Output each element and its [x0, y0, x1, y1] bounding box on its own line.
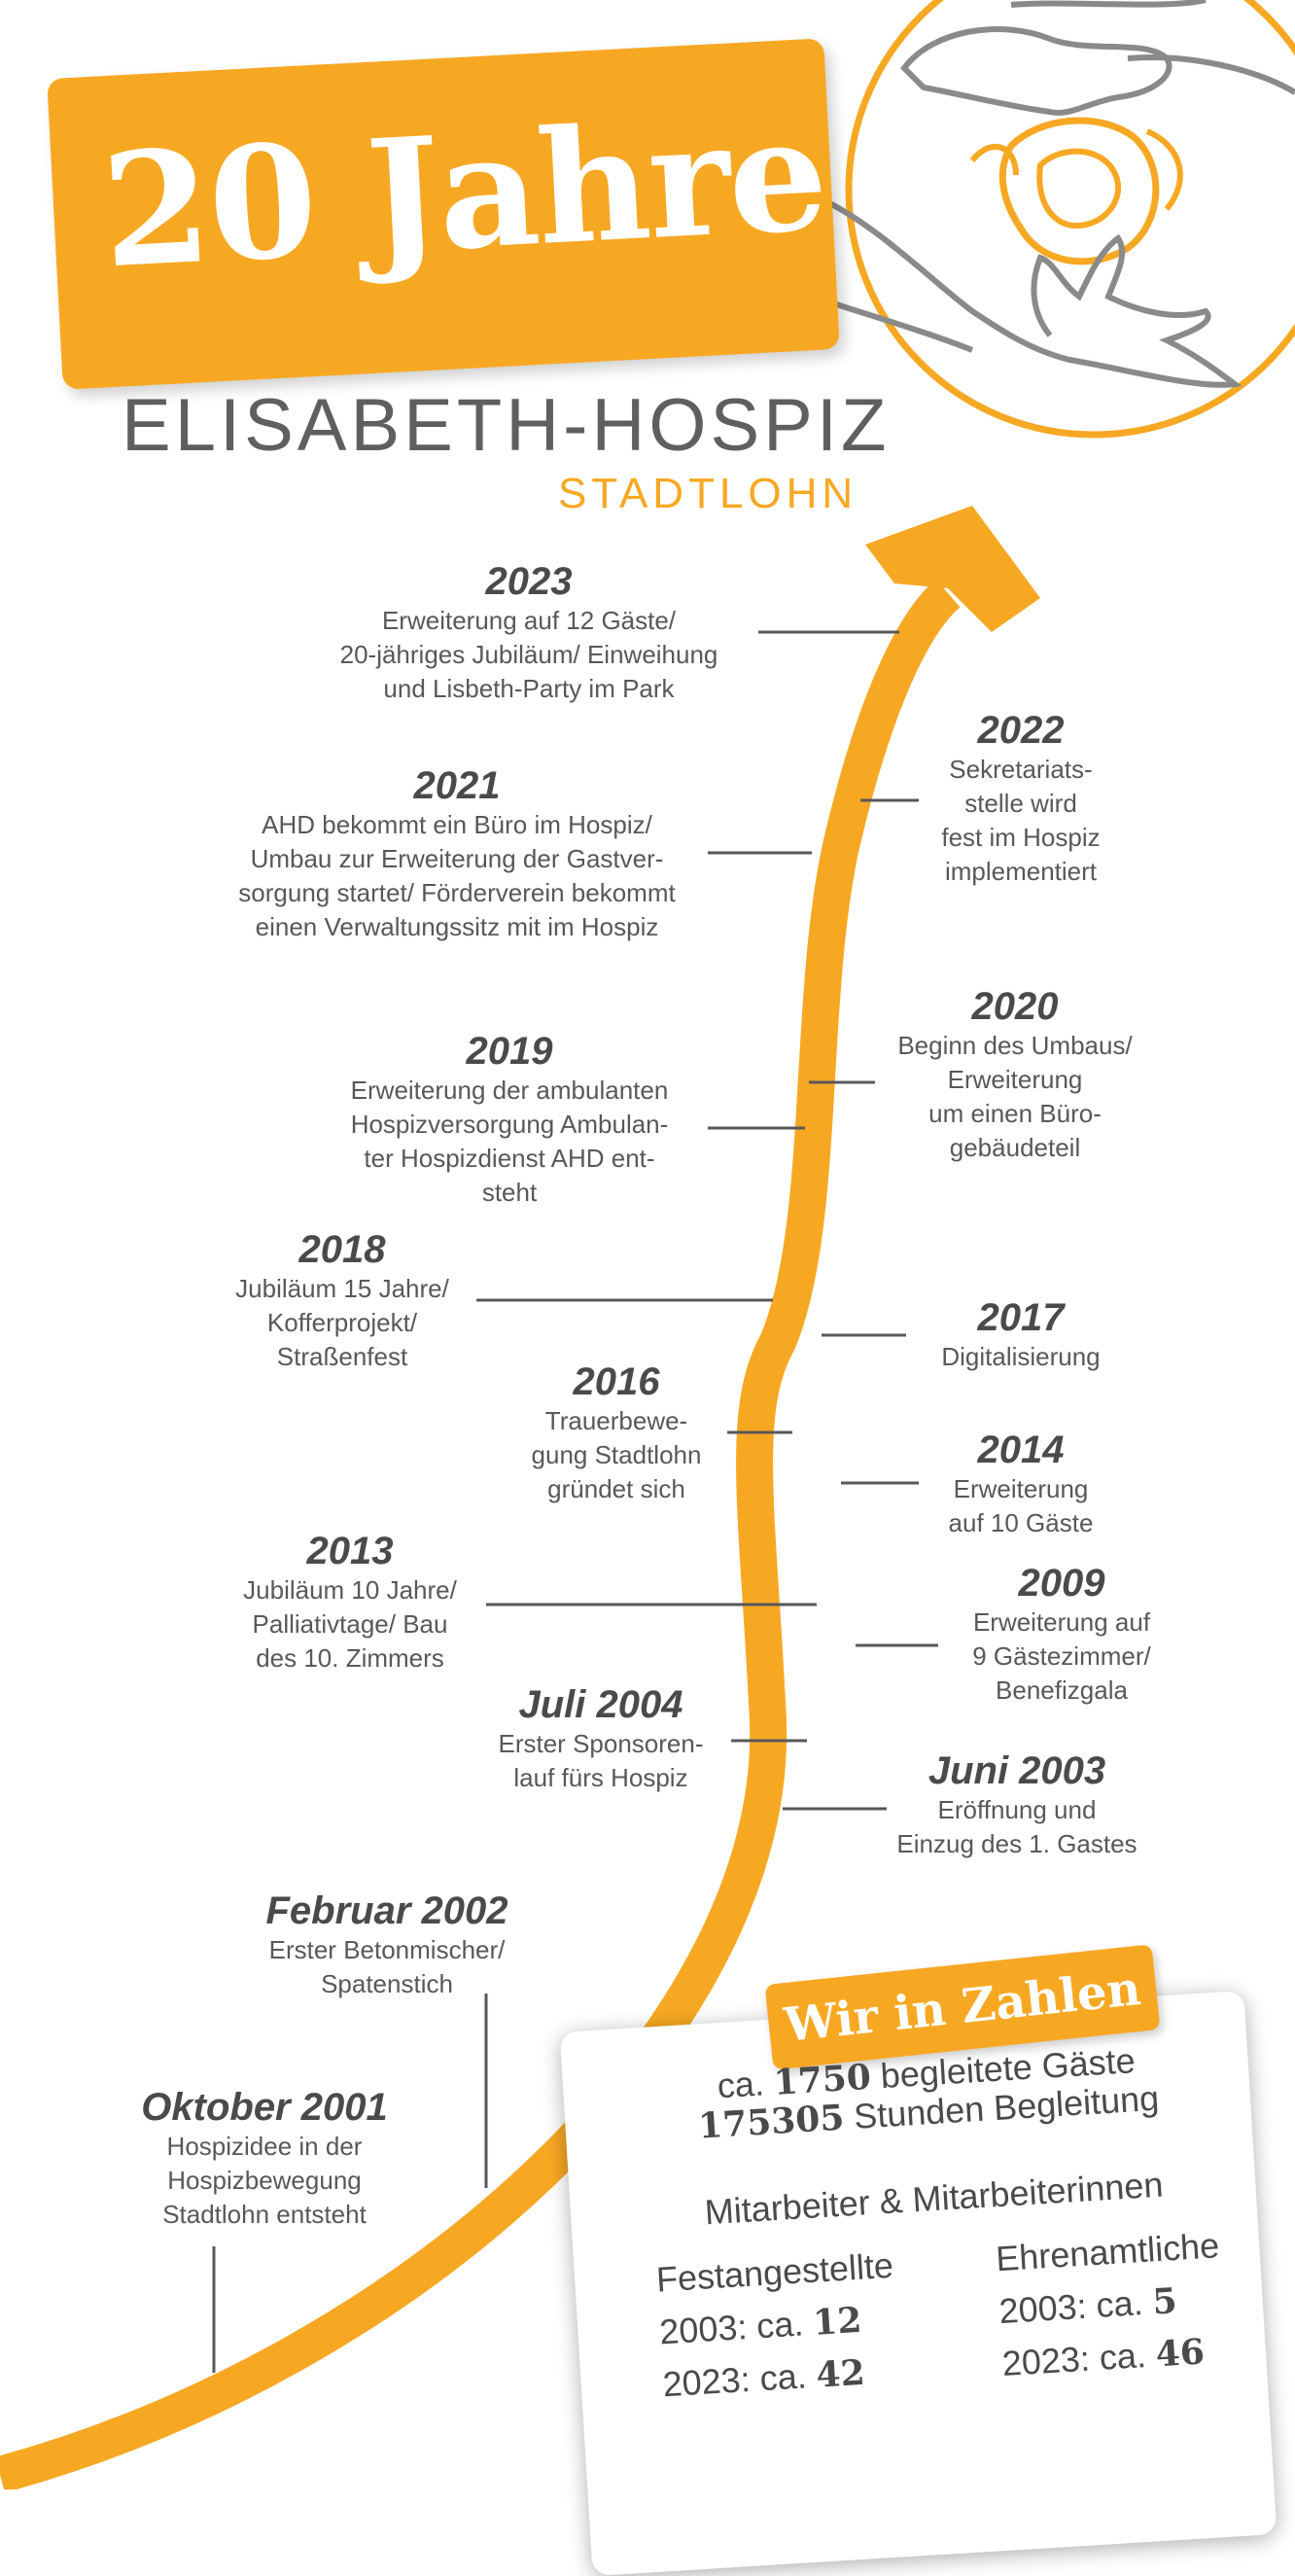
entry-year: 2016	[573, 1360, 660, 1403]
entry-desc: Hospizidee in der Hospizbewegung Stadtlo…	[162, 2132, 367, 2229]
entry-desc: Jubiläum 10 Jahre/ Palliativtage/ Bau de…	[243, 1575, 457, 1673]
entry-year: 2018	[298, 1228, 386, 1271]
entry-desc: Erweiterung der ambulanten Hospizversorg…	[350, 1076, 669, 1207]
timeline-arrow-head	[865, 506, 1040, 632]
entry-year: 2021	[413, 764, 501, 807]
entry-year: Juni 2003	[928, 1749, 1106, 1792]
entry-desc: Jubiläum 15 Jahre/ Kofferprojekt/ Straße…	[235, 1274, 449, 1371]
volunteers-2023-value: 46	[1154, 2331, 1207, 2376]
entry-year: 2020	[971, 985, 1059, 1028]
entry-year: 2017	[977, 1296, 1065, 1339]
timeline-entry-2002: Februar 2002 Erster Betonmischer/ Spaten…	[134, 1888, 640, 2001]
entry-year: 2022	[977, 709, 1065, 752]
timeline-arrow-shaft	[0, 579, 961, 2489]
entry-desc: Digitalisierung	[941, 1342, 1101, 1371]
timeline-entry-2003: Juni 2003 Eröffnung und Einzug des 1. Ga…	[764, 1748, 1270, 1861]
entry-desc: Trauerbewe- gung Stadtlohn gründet sich	[531, 1406, 702, 1503]
entry-year: Februar 2002	[265, 1889, 508, 1932]
entry-desc: Erweiterung auf 9 Gästezimmer/ Benefizga…	[972, 1607, 1151, 1705]
entry-year: 2019	[466, 1030, 553, 1073]
timeline-entry-2004: Juli 2004 Erster Sponsoren- lauf fürs Ho…	[348, 1682, 854, 1795]
entry-year: 2013	[306, 1530, 394, 1572]
entry-desc: Erster Betonmischer/ Spatenstich	[268, 1935, 506, 1998]
timeline-artwork	[0, 0, 1295, 2489]
title-badge-text: 20 Jahre	[97, 82, 830, 303]
entry-desc: Sekretariats- stelle wird fest im Hospiz…	[941, 755, 1101, 886]
entry-year: Oktober 2001	[141, 2086, 388, 2129]
timeline-entry-2021: 2021 AHD bekommt ein Büro im Hospiz/ Umb…	[204, 763, 710, 944]
timeline-connectors	[212, 630, 938, 2373]
entry-desc: Beginn des Umbaus/ Erweiterung um einen …	[897, 1031, 1133, 1162]
timeline-entry-2018: 2018 Jubiläum 15 Jahre/ Kofferprojekt/ S…	[89, 1227, 595, 1374]
entry-desc: Erweiterung auf 10 Gäste	[948, 1474, 1094, 1537]
timeline-entry-2023: 2023 Erweiterung auf 12 Gäste/ 20-jährig…	[276, 559, 782, 706]
timeline-entry-2022: 2022 Sekretariats- stelle wird fest im H…	[768, 708, 1274, 889]
hands-rose-illustration	[796, 0, 1295, 439]
volunteers-2003-value: 5	[1151, 2279, 1178, 2323]
stats-body: ca. 1750 begleitete Gäste 175305 Stunden…	[644, 2037, 1227, 2412]
timeline-entry-2014: 2014 Erweiterung auf 10 Gäste	[768, 1428, 1274, 1540]
fulltime-2003-value: 12	[811, 2299, 863, 2344]
entry-desc: AHD bekommt ein Büro im Hospiz/ Umbau zu…	[238, 810, 676, 941]
timeline-entry-2001: Oktober 2001 Hospizidee in der Hospizbew…	[12, 2085, 517, 2232]
entry-year: 2009	[1018, 1562, 1105, 1605]
timeline-entry-2020: 2020 Beginn des Umbaus/ Erweiterung um e…	[762, 984, 1268, 1165]
stat-ca: ca.	[716, 2063, 766, 2106]
entry-desc: Erster Sponsoren- lauf fürs Hospiz	[498, 1729, 704, 1792]
entry-desc: Erweiterung auf 12 Gäste/ 20-jähriges Ju…	[339, 606, 718, 703]
timeline-entry-2013: 2013 Jubiläum 10 Jahre/ Palliativtage/ B…	[97, 1529, 603, 1676]
timeline-entry-2019: 2019 Erweiterung der ambulanten Hospizve…	[257, 1029, 762, 1210]
org-city: STADTLOHN	[558, 470, 858, 517]
stat-hours-value: 175305	[696, 2097, 846, 2147]
entry-year: Juli 2004	[518, 1683, 683, 1726]
volunteers-column: Ehrenamtliche 2003: ca. 5 2023: ca. 46	[995, 2219, 1228, 2390]
timeline-entry-2017: 2017 Digitalisierung	[768, 1295, 1274, 1374]
timeline-entry-2009: 2009 Erweiterung auf 9 Gästezimmer/ Bene…	[809, 1561, 1295, 1708]
fulltime-column: Festangestellte 2003: ca. 12 2023: ca. 4…	[654, 2240, 901, 2412]
entry-year: 2023	[485, 560, 573, 603]
org-name: ELISABETH-HOSPIZ	[122, 384, 891, 467]
entry-desc: Eröffnung und Einzug des 1. Gastes	[896, 1795, 1138, 1858]
timeline-entry-2016: 2016 Trauerbewe- gung Stadtlohn gründet …	[364, 1359, 869, 1506]
fulltime-2023-value: 42	[815, 2351, 866, 2396]
entry-year: 2014	[977, 1429, 1065, 1471]
